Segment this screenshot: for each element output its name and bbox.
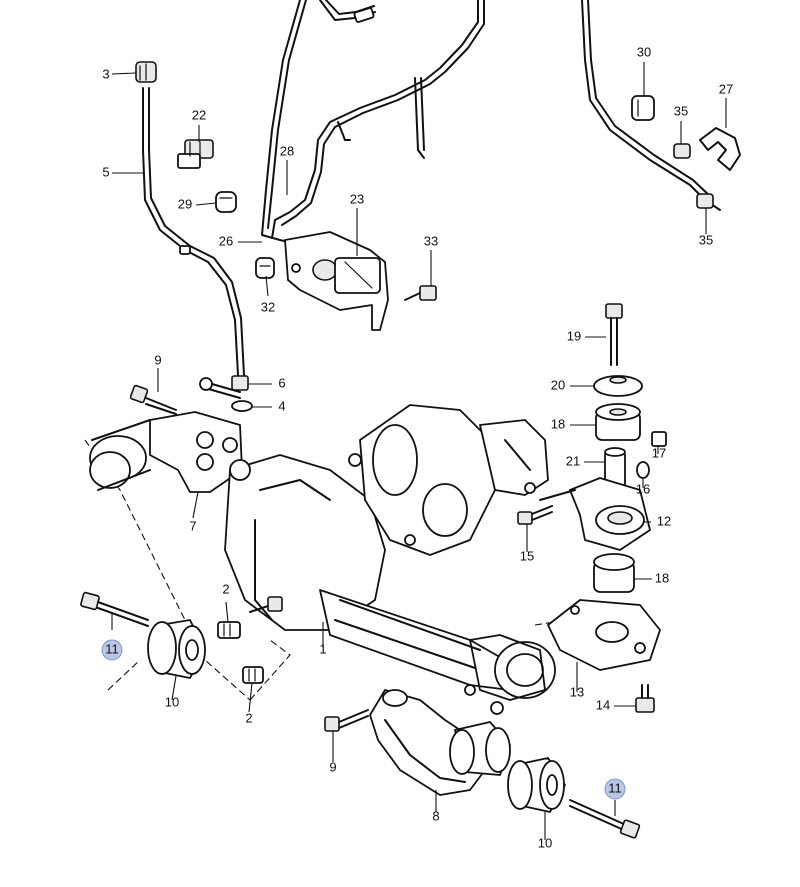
washer-part-16 (636, 461, 650, 479)
callout-highlight-11-right (604, 778, 626, 800)
connector-part-22 (177, 139, 214, 169)
axle-housing-part-1 (224, 454, 556, 715)
callout-8: 8 (432, 808, 439, 823)
callout-20: 20 (551, 377, 565, 392)
callout-11-left: 11 (105, 641, 119, 656)
clip-part-35-upper (673, 143, 691, 159)
callout-30: 30 (637, 44, 651, 59)
callout-14: 14 (596, 697, 610, 712)
callout-15: 15 (520, 548, 534, 563)
leader-lines (111, 62, 727, 840)
callout-10-right: 10 (538, 835, 552, 850)
nut-part-17 (651, 431, 667, 447)
bushing-part-18-lower (593, 553, 635, 593)
callout-5: 5 (102, 164, 109, 179)
callout-1: 1 (319, 641, 326, 656)
callout-35-lower: 35 (699, 232, 713, 247)
callout-12: 12 (657, 513, 671, 528)
bracket-part-13 (547, 599, 661, 671)
callout-18-lower: 18 (655, 570, 669, 585)
plug-part-2-lower (242, 666, 264, 684)
bolt-part-11-right (569, 799, 641, 839)
callout-26: 26 (219, 233, 233, 248)
callout-18-upper: 18 (551, 416, 565, 431)
callout-29: 29 (178, 196, 192, 211)
bolt-part-14 (635, 684, 655, 713)
hose-part-27 (699, 127, 741, 171)
brake-line-left (261, 0, 376, 246)
callout-6: 6 (278, 375, 285, 390)
differential-carrier (348, 404, 549, 556)
bushing-part-10-right (507, 757, 566, 813)
bolt-part-6 (231, 375, 249, 391)
callout-7: 7 (189, 518, 196, 533)
callout-13: 13 (570, 684, 584, 699)
callout-3: 3 (102, 66, 109, 81)
callout-35-upper: 35 (674, 103, 688, 118)
vent-hose-part-5 (142, 87, 245, 376)
callout-highlight-11-left (101, 639, 123, 661)
plug-part-2-upper (217, 621, 241, 639)
callout-23: 23 (350, 191, 364, 206)
bolt-near-housing (249, 596, 283, 613)
callout-2-upper: 2 (222, 581, 229, 596)
bolt-part-9-lower (324, 709, 369, 732)
callout-21: 21 (566, 453, 580, 468)
washer-part-20 (593, 375, 643, 397)
callout-32: 32 (261, 299, 275, 314)
bolt-part-9-upper (129, 384, 177, 415)
bolt-part-11-left (80, 591, 149, 627)
arm-part-12 (539, 477, 651, 551)
bushing-lower-arm (449, 721, 511, 776)
valve-part-23 (284, 231, 389, 331)
bracket-part-7 (89, 411, 243, 493)
callout-33: 33 (424, 233, 438, 248)
clip-part-32 (255, 257, 275, 279)
callout-11-right: 11 (608, 780, 622, 795)
callout-labels: 3 5 22 29 26 32 28 23 33 30 27 35 35 9 6… (101, 44, 733, 850)
clip-part-35-lower (696, 193, 714, 209)
brake-line-center (271, 0, 485, 239)
cap-part-30 (631, 95, 655, 121)
callout-17: 17 (652, 445, 666, 460)
callout-27: 27 (719, 81, 733, 96)
callout-10-left: 10 (165, 694, 179, 709)
callout-22: 22 (192, 107, 206, 122)
bushing-part-10-left (147, 619, 206, 679)
cap-part-3 (135, 61, 157, 83)
bolt-part-33 (404, 285, 437, 301)
bushing-part-18-upper (595, 403, 641, 441)
callout-9-lower: 9 (329, 759, 336, 774)
callout-9-upper: 9 (154, 352, 161, 367)
callout-4: 4 (278, 398, 285, 413)
bolt-part-15 (517, 505, 553, 525)
callout-2-lower: 2 (245, 710, 252, 725)
bolt-part-19 (605, 303, 623, 366)
callout-19: 19 (567, 328, 581, 343)
callout-16: 16 (636, 481, 650, 496)
washer-part-4 (199, 377, 253, 412)
guide-lines (84, 439, 601, 701)
callout-28: 28 (280, 143, 294, 158)
clip-part-29 (215, 191, 237, 213)
